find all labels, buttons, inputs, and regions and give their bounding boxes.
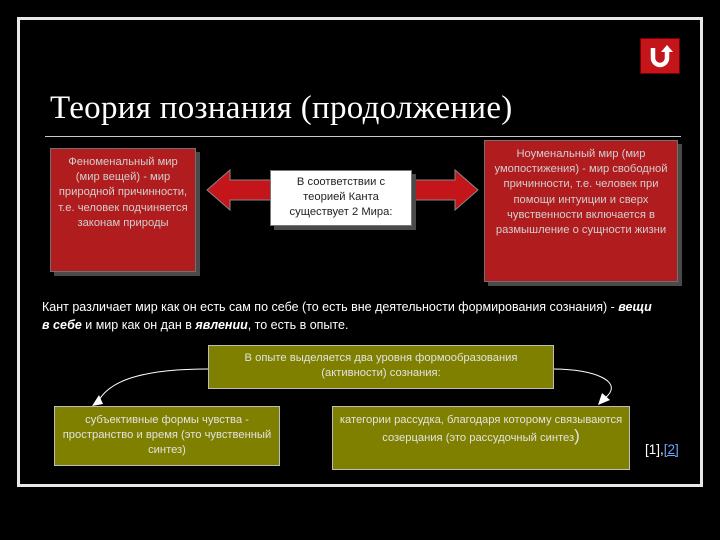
left-arrow bbox=[206, 168, 273, 212]
return-button[interactable] bbox=[640, 38, 680, 74]
rational-synthesis-box: категории рассудка, благодаря которому с… bbox=[332, 406, 630, 470]
curve-left bbox=[97, 368, 209, 403]
kant-two-worlds-box: В соответствии с теорией Канта существуе… bbox=[270, 170, 412, 226]
phenomenal-world-box: Феноменальный мир (мир вещей) - мир прир… bbox=[50, 148, 196, 272]
reference-1[interactable]: [1] bbox=[645, 442, 661, 457]
noumenal-world-box: Ноуменальный мир (мир умопостижения) - м… bbox=[484, 140, 678, 282]
page-title: Теория познания (продолжение) bbox=[50, 90, 513, 126]
reference-2-link[interactable]: [2] bbox=[663, 442, 679, 457]
title-divider bbox=[45, 136, 681, 137]
curve-left-head bbox=[92, 395, 103, 406]
slide: Теория познания (продолжение) Феноменаль… bbox=[17, 17, 703, 487]
sensory-synthesis-box: субъективные формы чувства - пространств… bbox=[54, 406, 280, 466]
consciousness-levels-box: В опыте выделяется два уровня формообраз… bbox=[208, 345, 554, 389]
u-turn-return-icon bbox=[650, 45, 673, 68]
kant-distinction-text: Кант различает мир как он есть сам по се… bbox=[42, 300, 652, 332]
curve-right bbox=[552, 368, 612, 399]
references: [1],[2] bbox=[645, 442, 679, 457]
phenomenon-term: явлении bbox=[195, 318, 248, 332]
diagram-connectors bbox=[92, 168, 612, 406]
curve-right-head bbox=[598, 393, 610, 405]
right-arrow bbox=[409, 168, 479, 212]
things-in-themselves: вещи в себе bbox=[42, 300, 652, 332]
